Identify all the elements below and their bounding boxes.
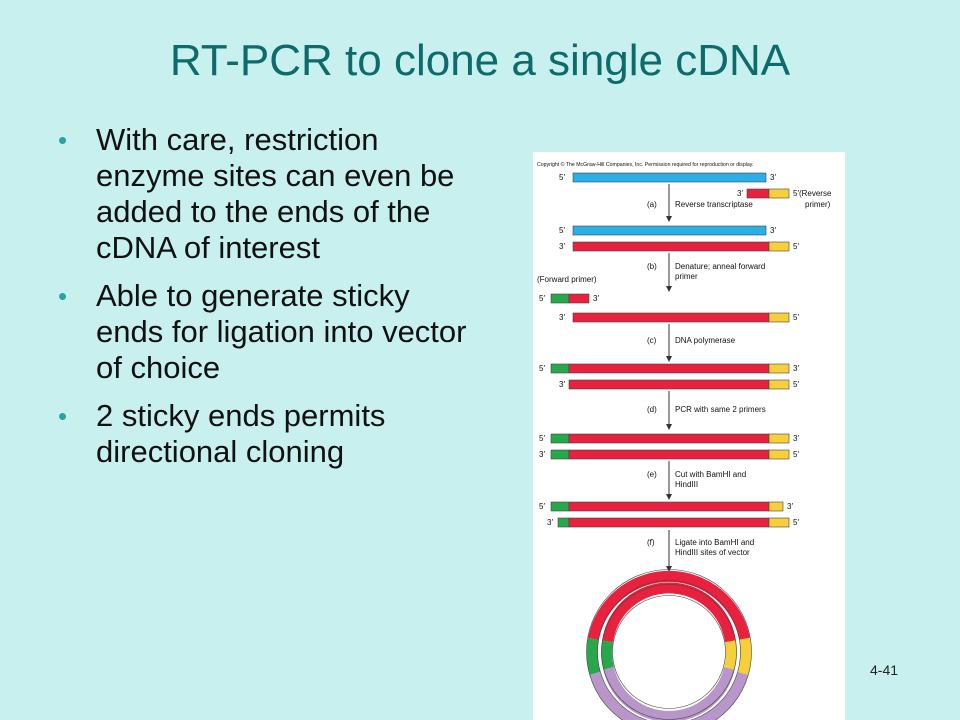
step-f-text: Ligate into BamHI and [675, 538, 754, 547]
step-f-letter: (f) [647, 538, 655, 547]
end-label: 3′ [539, 450, 545, 459]
arrowhead-icon [666, 566, 672, 572]
arrowhead-icon [666, 286, 672, 292]
step-a-text: Reverse transcriptase [675, 200, 753, 209]
end-label: 3′ [793, 364, 799, 373]
plasmid-inner-insert [602, 582, 736, 643]
step-b-letter: (b) [647, 262, 657, 271]
bullet-text: 2 sticky ends permits directional clonin… [96, 398, 386, 469]
mrna-strand [572, 172, 767, 183]
copyright-notice: Copyright © The McGraw-Hill Companies, I… [537, 161, 753, 168]
sticky-end-green [557, 517, 570, 528]
arrowhead-icon [666, 356, 672, 362]
bullet-dot-icon: • [58, 125, 68, 155]
bullet-item: • With care, restriction enzyme sites can… [58, 122, 478, 266]
end-label: 5′ [559, 226, 565, 235]
end-label: 3′ [737, 189, 743, 198]
end-label: 3′ [787, 502, 793, 511]
end-label: 5′ [793, 242, 799, 251]
sticky-end-yellow [768, 517, 790, 528]
reverse-primer-end [768, 363, 790, 374]
end-label: 5′ [539, 502, 545, 511]
end-label: 5′ [793, 450, 799, 459]
step-a-letter: (a) [647, 200, 657, 209]
reverse-primer-end [768, 433, 790, 444]
sticky-end-green [550, 501, 570, 512]
step-c-text: DNA polymerase [675, 336, 736, 345]
dna-strand [568, 433, 770, 444]
step-e-text: Cut with BamHI and [675, 470, 746, 479]
step-c-letter: (c) [647, 336, 657, 345]
step-e-letter: (e) [647, 470, 657, 479]
plasmid-outer-insert [588, 570, 750, 640]
slide-title: RT-PCR to clone a single cDNA [169, 36, 791, 85]
plasmid-outer-bamhi-site [586, 637, 601, 675]
rt-pcr-diagram: Copyright © The McGraw-Hill Companies, I… [537, 161, 832, 720]
step-d-text: PCR with same 2 primers [675, 405, 766, 414]
arrowhead-icon [666, 494, 672, 500]
step-e-text-2: HindIII [675, 480, 698, 489]
rt-pcr-figure: Copyright © The McGraw-Hill Companies, I… [533, 152, 845, 720]
reverse-primer-label: 5′(Reverse [793, 189, 832, 198]
end-label: 5′ [793, 518, 799, 527]
sticky-end-yellow [768, 501, 784, 512]
step-b-text: Denature; anneal forward [675, 262, 765, 271]
plasmid-inner-hindiii-site [724, 640, 737, 670]
reverse-primer-red-part [746, 188, 770, 199]
end-label: 3′ [770, 226, 776, 235]
step-f-text-2: HindIII sites of vector [675, 548, 750, 557]
bullet-dot-icon: • [58, 281, 68, 311]
forward-primer-red-part [568, 293, 590, 304]
reverse-primer-label-2: primer) [805, 200, 831, 209]
forward-primer-label: (Forward primer) [537, 275, 597, 284]
bullet-item: • Able to generate sticky ends for ligati… [58, 278, 478, 386]
recombinant-plasmid [586, 570, 752, 720]
forward-primer-end [550, 449, 570, 460]
arrowhead-icon [666, 216, 672, 222]
forward-primer-end [550, 363, 570, 374]
bullet-text: With care, restriction enzyme sites can … [96, 122, 455, 265]
forward-primer-end [550, 433, 570, 444]
dna-strand [568, 517, 770, 528]
plasmid-inner-bamhi-site [601, 640, 614, 670]
mrna-strand [572, 225, 767, 236]
end-label: 3′ [793, 434, 799, 443]
end-label: 3′ [593, 294, 599, 303]
end-label: 5′ [559, 173, 565, 182]
dna-strand [568, 449, 770, 460]
end-label: 3′ [770, 173, 776, 182]
end-label: 3′ [547, 518, 553, 527]
step-b-text-2: primer [675, 272, 698, 281]
bullet-text: Able to generate sticky ends for ligatio… [96, 278, 467, 385]
plasmid-outer-hindiii-site [737, 637, 752, 675]
end-label: 5′ [539, 294, 545, 303]
plasmid-outer-vector [589, 671, 749, 720]
reverse-primer-end [768, 379, 790, 390]
end-label: 5′ [793, 313, 799, 322]
plasmid-inner-vector [603, 667, 735, 720]
cdna-strand [572, 241, 770, 252]
reverse-primer-yellow-part [768, 188, 790, 199]
dna-strand [568, 379, 770, 390]
cdna-strand [572, 312, 770, 323]
end-label: 3′ [559, 380, 565, 389]
page-number: 4-41 [870, 662, 899, 678]
dna-strand [568, 363, 770, 374]
end-label: 5′ [539, 434, 545, 443]
dna-strand [568, 501, 770, 512]
reverse-primer-end [768, 312, 790, 323]
reverse-primer-end [768, 449, 790, 460]
end-label: 5′ [539, 364, 545, 373]
bullet-item: • 2 sticky ends permits directional cloni… [58, 398, 478, 470]
end-label: 3′ [559, 242, 565, 251]
reverse-primer-end [768, 241, 790, 252]
arrowhead-icon [666, 424, 672, 430]
end-label: 5′ [793, 380, 799, 389]
end-label: 3′ [559, 313, 565, 322]
step-d-letter: (d) [647, 405, 657, 414]
forward-primer-green-part [550, 293, 570, 304]
bullet-dot-icon: • [58, 401, 68, 431]
bullet-list: • With care, restriction enzyme sites can… [58, 122, 478, 482]
